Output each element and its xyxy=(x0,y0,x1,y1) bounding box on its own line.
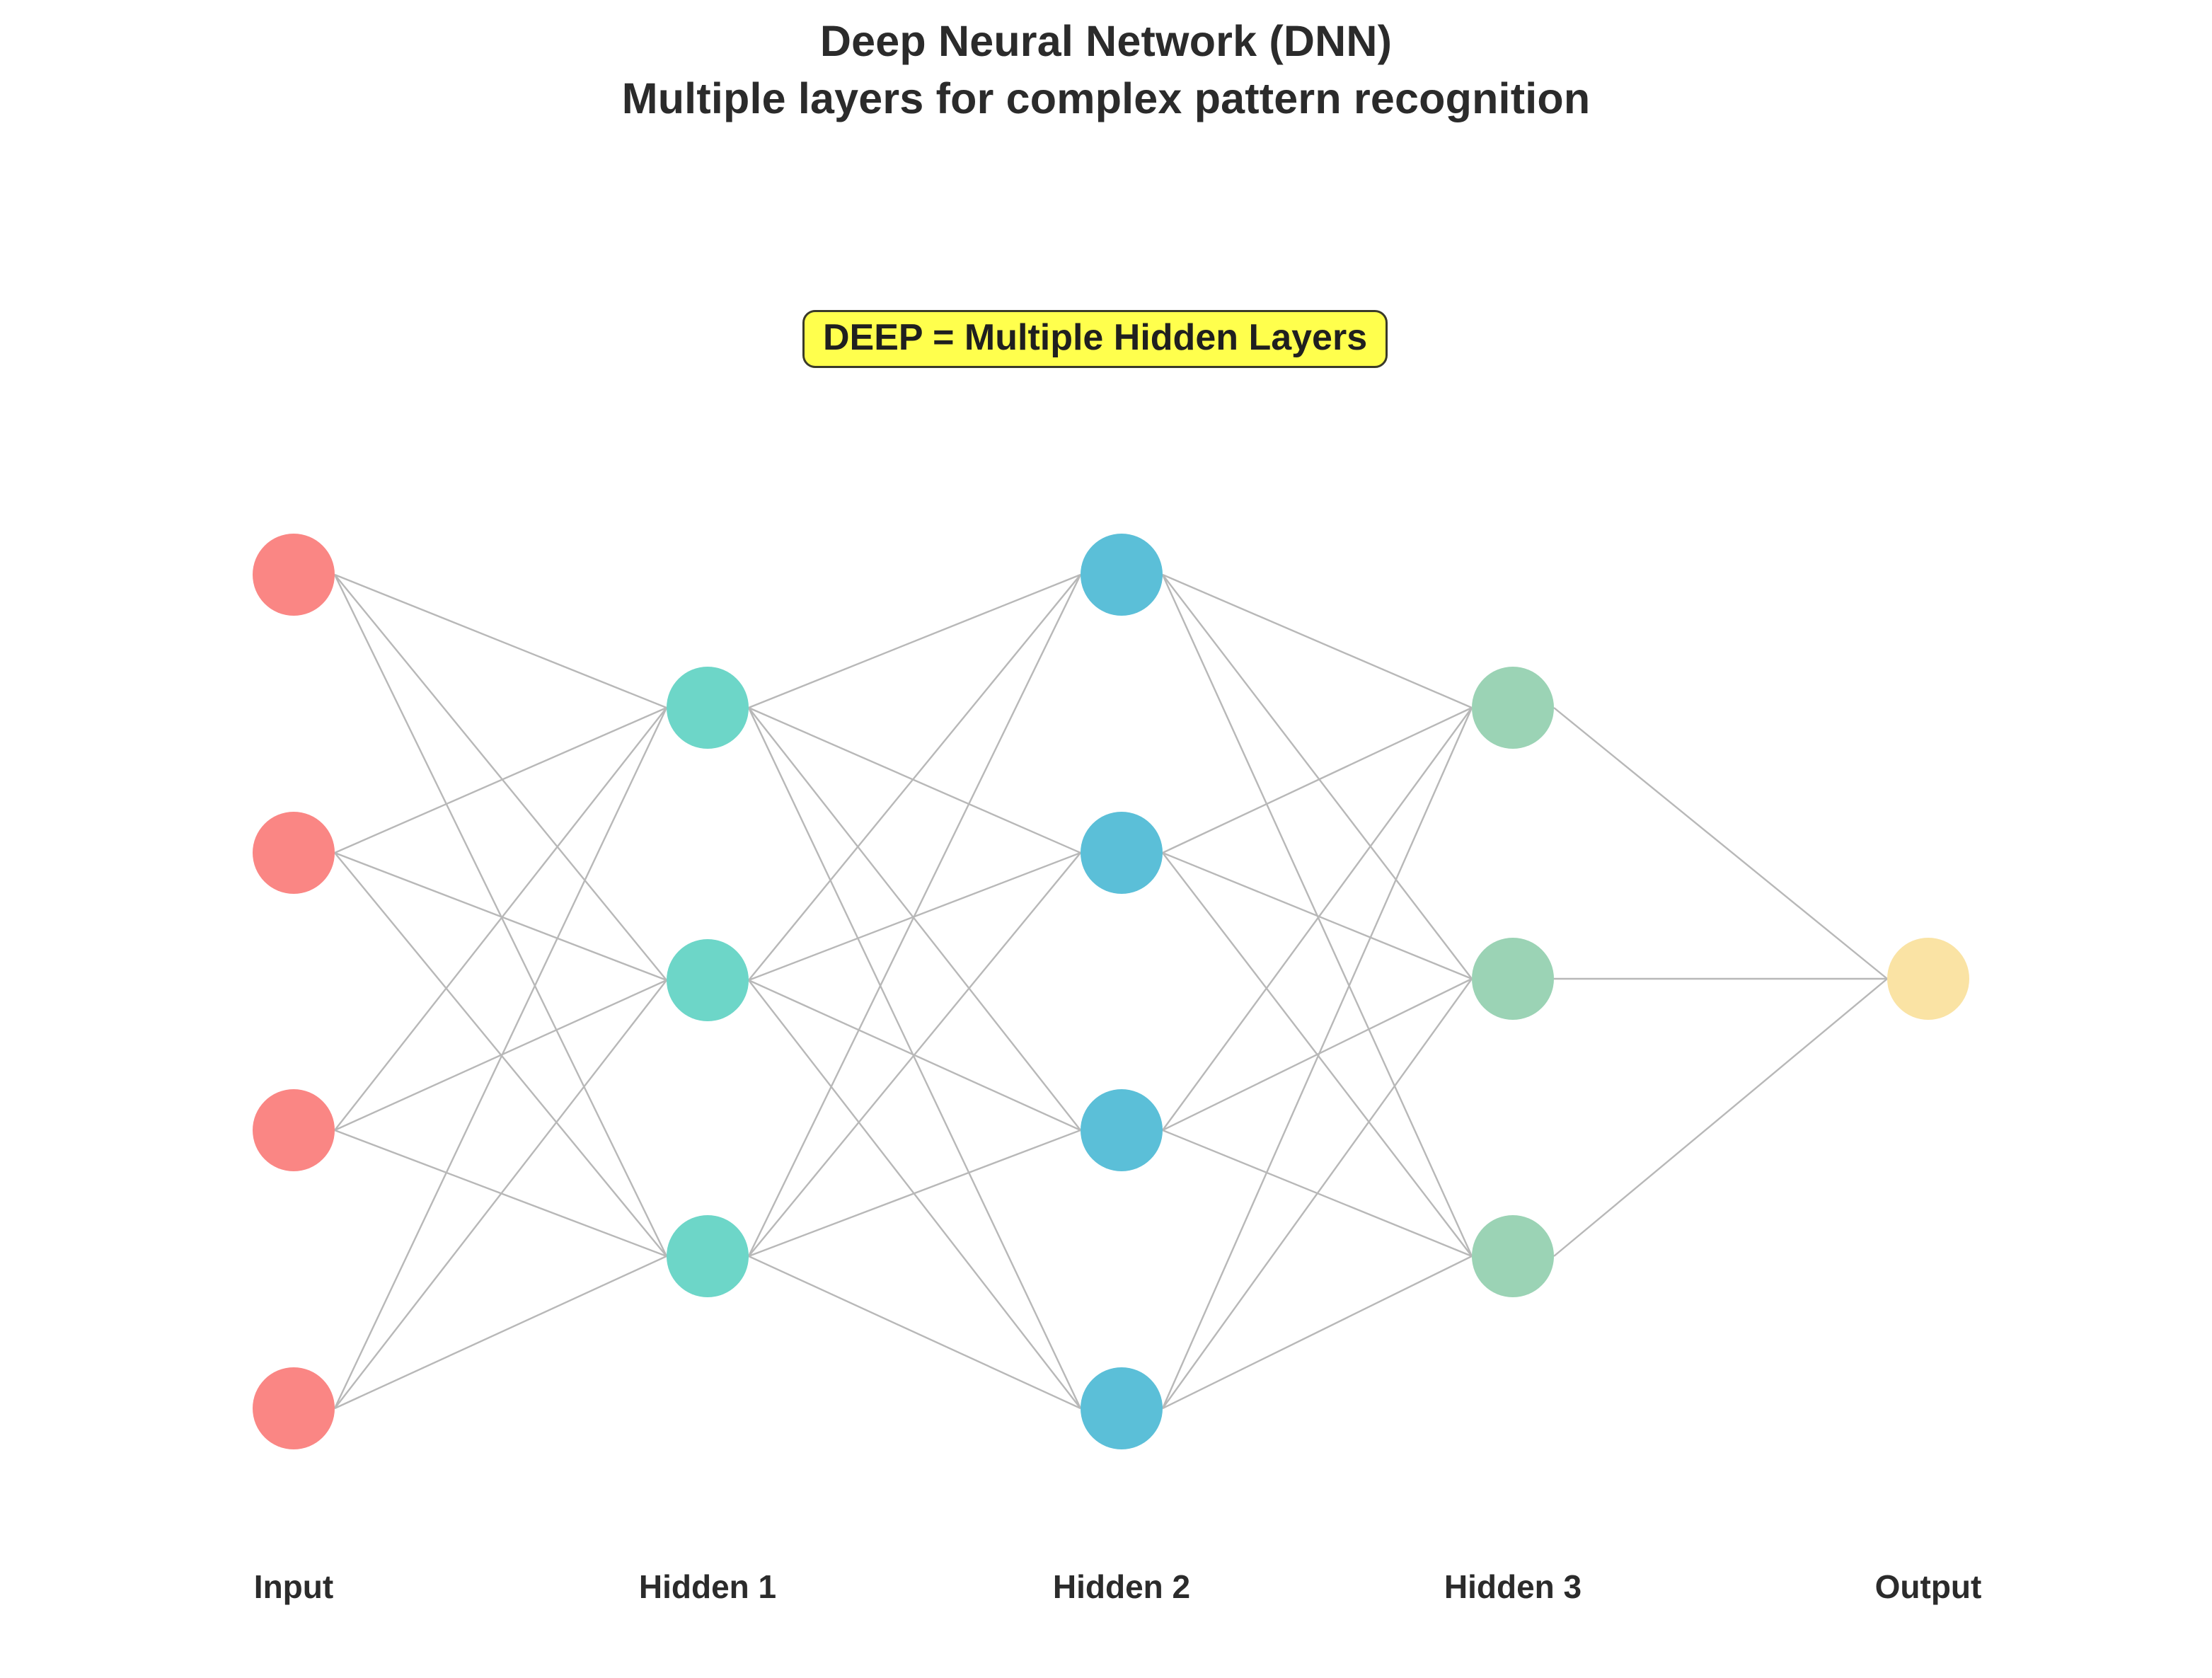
edge-h1_2-to-h2_1 xyxy=(748,852,1081,1257)
edge-h2_1-to-h3_0 xyxy=(1162,706,1473,854)
nodes-group xyxy=(253,534,1969,1449)
node-h1_1[interactable] xyxy=(667,939,749,1021)
edge-i1-to-h1_0 xyxy=(334,706,667,854)
node-h2_0[interactable] xyxy=(1081,534,1163,616)
edge-i0-to-h1_0 xyxy=(334,573,667,709)
layer-label-hidden-1: Hidden 1 xyxy=(638,1568,777,1605)
node-h2_1[interactable] xyxy=(1081,812,1163,894)
edge-h1_0-to-h2_0 xyxy=(748,573,1081,709)
edge-h2_3-to-h3_0 xyxy=(1161,707,1473,1409)
node-h3_2[interactable] xyxy=(1472,1215,1554,1297)
edge-h2_3-to-h3_1 xyxy=(1162,978,1473,1409)
edge-i3-to-h1_2 xyxy=(334,1255,667,1410)
edge-h2_0-to-h3_0 xyxy=(1162,573,1473,709)
edge-h1_0-to-h2_2 xyxy=(748,707,1081,1131)
node-o0[interactable] xyxy=(1887,938,1969,1020)
edge-h1_0-to-h2_1 xyxy=(748,706,1081,854)
edge-h1_1-to-h2_3 xyxy=(748,979,1081,1409)
layer-label-output: Output xyxy=(1874,1568,1982,1605)
edge-i2-to-h1_1 xyxy=(334,979,667,1132)
layer-label-input: Input xyxy=(253,1568,334,1605)
edge-h2_1-to-h3_1 xyxy=(1162,851,1473,980)
edge-h1_2-to-h2_0 xyxy=(747,574,1082,1257)
edge-h1_2-to-h2_3 xyxy=(748,1255,1081,1410)
node-h3_1[interactable] xyxy=(1472,938,1554,1020)
edge-h1_2-to-h2_2 xyxy=(748,1129,1081,1258)
layer-label-hidden-3: Hidden 3 xyxy=(1444,1568,1582,1605)
node-h1_2[interactable] xyxy=(667,1215,749,1297)
edge-i3-to-h1_0 xyxy=(333,707,668,1409)
node-i3[interactable] xyxy=(253,1367,335,1449)
node-h2_2[interactable] xyxy=(1081,1089,1163,1171)
node-h2_3[interactable] xyxy=(1081,1367,1163,1449)
deep-annotation-text: DEEP = Multiple Hidden Layers xyxy=(823,317,1368,358)
edge-i0-to-h1_2 xyxy=(333,574,668,1257)
edge-i1-to-h1_1 xyxy=(334,851,667,982)
edge-i0-to-h1_1 xyxy=(334,574,667,981)
edge-h3_0-to-o0 xyxy=(1553,707,1888,979)
deep-annotation-badge: DEEP = Multiple Hidden Layers xyxy=(802,310,1388,368)
node-i2[interactable] xyxy=(253,1089,335,1171)
edge-h2_2-to-h3_0 xyxy=(1162,707,1473,1131)
layer-label-hidden-2: Hidden 2 xyxy=(1052,1568,1191,1605)
edge-h3_2-to-o0 xyxy=(1553,978,1888,1257)
node-h3_0[interactable] xyxy=(1472,667,1554,749)
edge-i2-to-h1_0 xyxy=(334,707,667,1131)
node-h1_0[interactable] xyxy=(667,667,749,749)
edge-h1_1-to-h2_0 xyxy=(748,574,1081,981)
edge-h2_2-to-h3_1 xyxy=(1162,977,1473,1132)
node-i0[interactable] xyxy=(253,534,335,616)
edges-group xyxy=(333,573,1888,1410)
edge-h1_0-to-h2_3 xyxy=(747,707,1082,1409)
edge-i3-to-h1_1 xyxy=(334,979,667,1409)
edge-h2_0-to-h3_1 xyxy=(1162,574,1473,979)
edge-h2_3-to-h3_2 xyxy=(1162,1255,1473,1410)
node-i1[interactable] xyxy=(253,812,335,894)
